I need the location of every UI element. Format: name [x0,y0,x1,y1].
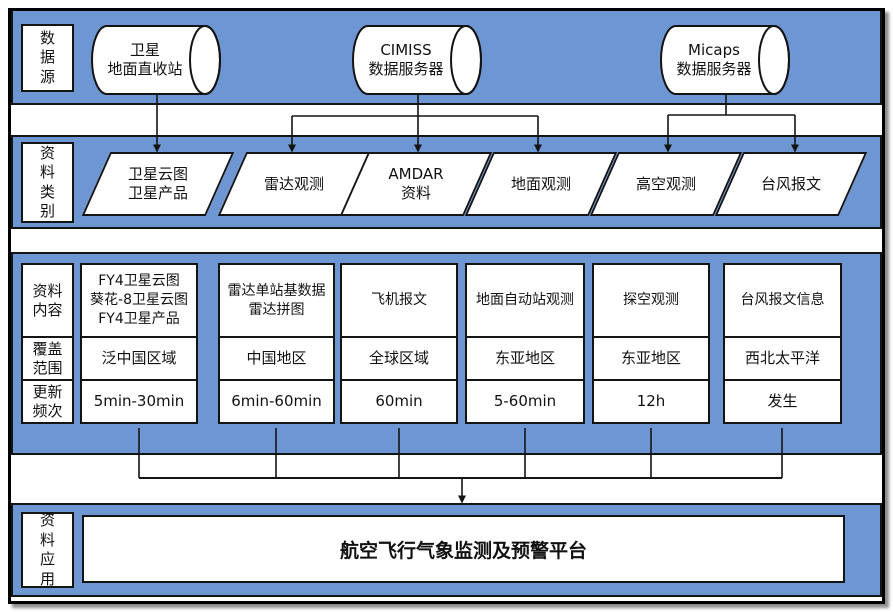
detail-frequency: 6min-60min [218,379,335,424]
cylinder-shape [352,25,482,95]
detail-col-typhoon: 台风报文信息 西北太平洋 发生 [723,263,842,424]
category-label: 卫星云图 卫星产品 [127,165,188,202]
cylinder-cimiss-server: CIMISS 数据服务器 [348,25,488,95]
detail-coverage: 全球区域 [340,336,458,381]
row-label-content: 资料 内容 [21,263,74,338]
detail-content: 台风报文信息 [723,263,842,338]
cylinder-shape [660,25,790,95]
detail-coverage: 泛中国区域 [80,336,198,381]
category-satellite-cloud: 卫星云图 卫星产品 [81,152,235,216]
category-label: 雷达观测 [263,174,324,193]
detail-frequency: 发生 [723,379,842,424]
detail-content: 飞机报文 [340,263,458,338]
cylinder-label: 卫星 地面直收站 [107,41,183,78]
detail-col-satellite: FY4卫星云图 葵花-8卫星云图 FY4卫星产品 泛中国区域 5min-30mi… [80,263,198,424]
detail-col-aircraft: 飞机报文 全球区域 60min [340,263,458,424]
category-label: 地面观测 [510,174,571,193]
detail-content: 探空观测 [592,263,710,338]
detail-row-labels: 资料 内容 覆盖 范围 更新 频次 [21,263,74,424]
detail-content: 雷达单站基数据 雷达拼图 [218,263,335,338]
band-label-data-sources: 数据源 [21,24,74,92]
detail-coverage: 东亚地区 [465,336,585,381]
category-label: 台风报文 [760,174,821,193]
category-typhoon-report: 台风报文 [714,152,868,216]
detail-col-sounding: 探空观测 东亚地区 12h [592,263,710,424]
category-label: 高空观测 [635,174,696,193]
band-label-text: 数据源 [40,28,56,86]
cylinder-shape [91,25,221,95]
platform-box: 航空飞行气象监测及预警平台 [82,515,845,583]
row-label-coverage: 覆盖 范围 [21,336,74,381]
detail-frequency: 12h [592,379,710,424]
cylinder-satellite-ground-station: 卫星 地面直收站 [87,25,227,95]
detail-frequency: 60min [340,379,458,424]
category-label: AMDAR 资料 [388,165,444,202]
detail-frequency: 5-60min [465,379,585,424]
detail-coverage: 西北太平洋 [723,336,842,381]
band-label-text: 资料应用 [40,511,56,588]
detail-content: 地面自动站观测 [465,263,585,338]
detail-content: FY4卫星云图 葵花-8卫星云图 FY4卫星产品 [80,263,198,338]
row-label-frequency: 更新 频次 [21,379,74,424]
cylinder-micaps-server: Micaps 数据服务器 [656,25,796,95]
detail-col-ground: 地面自动站观测 东亚地区 5-60min [465,263,585,424]
detail-frequency: 5min-30min [80,379,198,424]
band-label-application: 资料应用 [21,511,74,588]
detail-coverage: 东亚地区 [592,336,710,381]
band-label-text: 资料类别 [40,143,56,221]
detail-coverage: 中国地区 [218,336,335,381]
cylinder-label: Micaps 数据服务器 [676,41,752,78]
cylinder-label: CIMISS 数据服务器 [368,41,444,78]
band-label-data-categories: 资料类别 [21,142,74,223]
detail-col-radar: 雷达单站基数据 雷达拼图 中国地区 6min-60min [218,263,335,424]
